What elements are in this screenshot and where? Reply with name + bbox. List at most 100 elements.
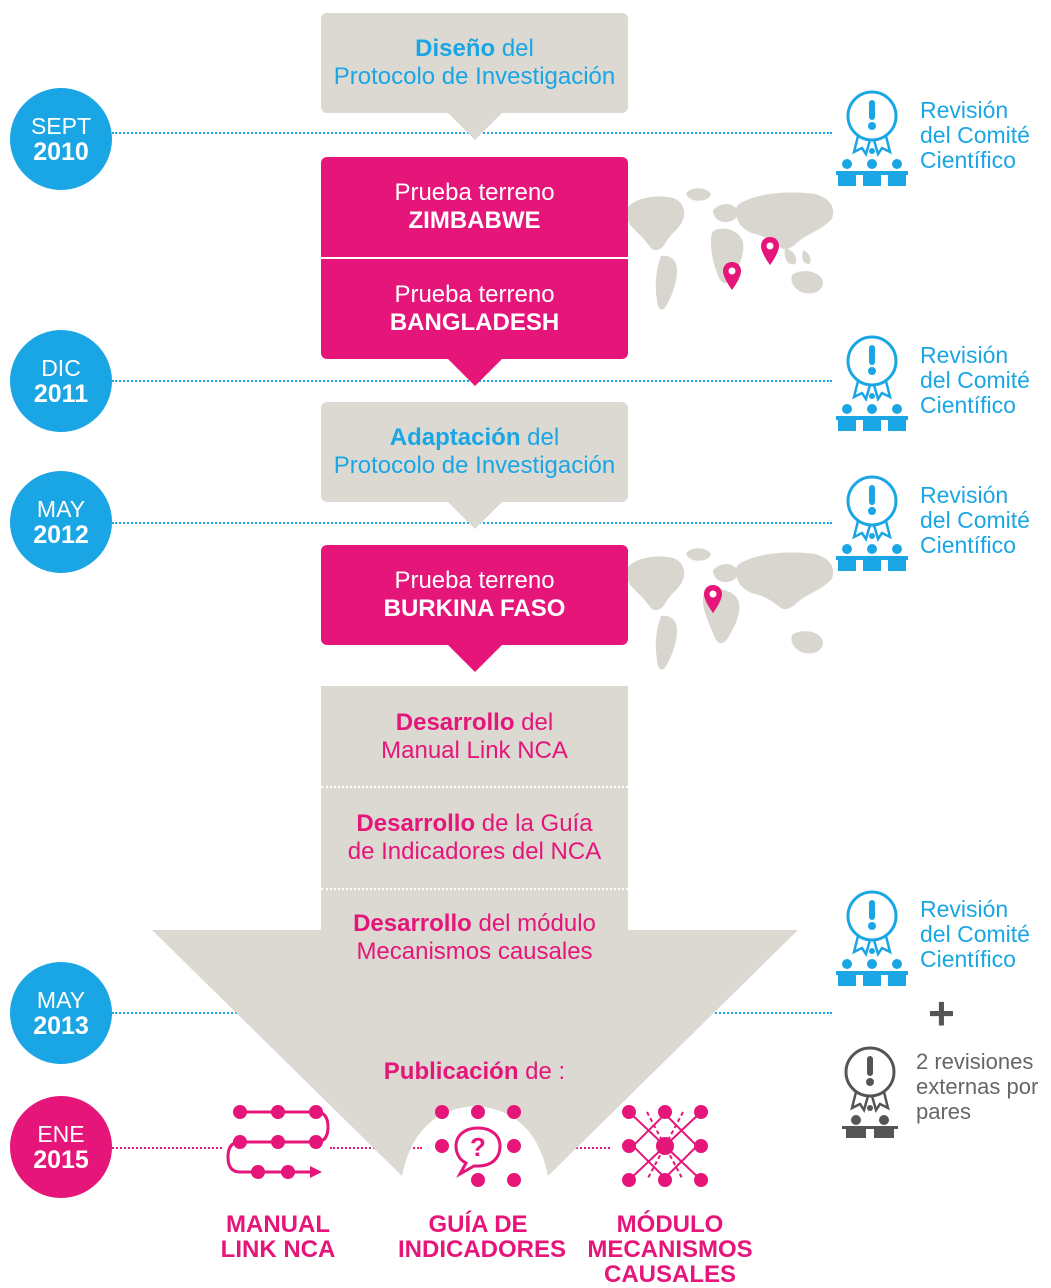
plus-icon: +	[928, 987, 955, 1039]
step-guia-rest: de la Guía	[475, 810, 593, 837]
review-line3: Científico	[920, 946, 1016, 972]
mechanisms-network-icon	[622, 1105, 708, 1187]
date-circle-dic-2011: DIC 2011	[10, 330, 112, 432]
output-line1: MÓDULO	[616, 1211, 724, 1238]
date-circle-may-2013: MAY 2013	[10, 962, 112, 1064]
step-burkina-bold: BURKINA FASO	[383, 595, 566, 622]
committee-ribbon-icon	[836, 335, 908, 431]
review-line3: Científico	[920, 147, 1016, 173]
output-line2: MECANISMOS	[587, 1236, 753, 1263]
step-desarrollo-modulo: Desarrollo del módulo Mecanismos causale…	[321, 890, 628, 986]
step-bangladesh-bold: BANGLADESH	[389, 309, 560, 336]
external-line2: externas por	[916, 1074, 1039, 1099]
external-line3: pares	[916, 1099, 972, 1124]
step-desarrollo-guia: Desarrollo de la Guía de Indicadores del…	[321, 790, 628, 886]
arrow-down-pink	[447, 644, 503, 672]
date-month: DIC	[41, 355, 81, 381]
external-line1: 2 revisiones	[916, 1049, 1034, 1074]
output-line2: INDICADORES	[398, 1236, 567, 1263]
arrow-down-gray	[447, 501, 503, 529]
step-zimbabwe-line1: Prueba terreno	[394, 179, 555, 206]
date-year: 2015	[33, 1146, 89, 1174]
external-review-text: 2 revisiones externas por pares	[916, 1049, 1038, 1124]
world-map-icon	[626, 548, 834, 670]
step-divider	[321, 888, 628, 890]
peer-review-icon	[842, 1046, 898, 1138]
review-text: Revisión del Comité Científico	[920, 98, 1030, 173]
review-line3: Científico	[920, 532, 1016, 558]
review-text: Revisión del Comité Científico	[920, 483, 1030, 558]
date-month: MAY	[36, 987, 86, 1013]
indicators-question-icon: ?	[435, 1105, 521, 1187]
step-adaptacion-line2: Protocolo de Investigación	[333, 452, 616, 479]
step-burkina-line1: Prueba terreno	[394, 567, 555, 594]
date-month: ENE	[37, 1121, 85, 1147]
output-line2: LINK NCA	[220, 1236, 336, 1263]
step-modulo-bold: Desarrollo	[353, 910, 472, 937]
step-diseno-bold: Diseño	[415, 35, 496, 62]
review-text: Revisión del Comité Científico	[920, 897, 1030, 972]
committee-ribbon-icon	[836, 475, 908, 571]
step-modulo-line2: Mecanismos causales	[356, 938, 593, 965]
step-diseno-rest: del	[495, 35, 534, 62]
step-bangladesh: Prueba terreno BANGLADESH	[321, 259, 628, 359]
step-divider	[321, 786, 628, 788]
map-pin-icon	[723, 262, 741, 290]
date-year: 2010	[33, 138, 89, 166]
step-publicacion: Publicación de :	[321, 1055, 628, 1089]
map-pin-icon	[761, 237, 779, 265]
step-publicacion-rest: de :	[518, 1058, 566, 1085]
date-circle-sept-2010: SEPT 2010	[10, 88, 112, 190]
step-manual-rest: del	[514, 709, 554, 736]
output-line1: MANUAL	[226, 1211, 330, 1238]
step-zimbabwe-bold: ZIMBABWE	[408, 207, 541, 234]
review-line2: del Comité	[920, 122, 1030, 148]
date-month: SEPT	[30, 113, 92, 139]
step-desarrollo-manual: Desarrollo del Manual Link NCA	[321, 690, 628, 784]
step-divider	[321, 257, 628, 259]
arrow-down-gray	[447, 112, 503, 140]
step-manual-line2: Manual Link NCA	[381, 737, 568, 764]
output-guia-label: GUÍA DE INDICADORES	[398, 1211, 567, 1263]
step-adaptacion: Adaptación del Protocolo de Investigació…	[321, 402, 628, 502]
step-zimbabwe: Prueba terreno ZIMBABWE	[321, 157, 628, 257]
committee-ribbon-icon	[836, 890, 908, 986]
review-line1: Revisión	[920, 896, 1009, 922]
review-line2: del Comité	[920, 507, 1030, 533]
review-line3: Científico	[920, 392, 1016, 418]
arrow-down-pink	[447, 358, 503, 386]
step-manual-bold: Desarrollo	[395, 709, 515, 736]
date-year: 2012	[33, 521, 89, 549]
step-guia-bold: Desarrollo	[356, 810, 476, 837]
step-adaptacion-rest: del	[520, 424, 560, 451]
step-publicacion-bold: Publicación	[383, 1058, 519, 1085]
map-pin-icon	[704, 585, 722, 613]
review-line2: del Comité	[920, 921, 1030, 947]
output-manual-label: MANUAL LINK NCA	[203, 1212, 353, 1262]
review-line1: Revisión	[920, 482, 1009, 508]
output-line1: GUÍA DE	[428, 1211, 528, 1238]
step-adaptacion-bold: Adaptación	[389, 424, 521, 451]
review-line1: Revisión	[920, 342, 1009, 368]
step-burkina-faso: Prueba terreno BURKINA FASO	[321, 545, 628, 645]
step-diseno: Diseño del Protocolo de Investigación	[321, 13, 628, 113]
review-line2: del Comité	[920, 367, 1030, 393]
date-circle-ene-2015: ENE 2015	[10, 1096, 112, 1198]
date-year: 2013	[33, 1012, 89, 1040]
timeline-line-ene-2015	[112, 1147, 222, 1149]
review-line1: Revisión	[920, 97, 1009, 123]
svg-text:?: ?	[470, 1132, 486, 1162]
output-line3: CAUSALES	[603, 1261, 736, 1288]
step-modulo-rest: del módulo	[471, 910, 596, 937]
step-bangladesh-line1: Prueba terreno	[394, 281, 555, 308]
date-month: MAY	[36, 496, 86, 522]
date-year: 2011	[33, 380, 89, 408]
manual-path-icon	[226, 1105, 330, 1179]
date-circle-may-2012: MAY 2012	[10, 471, 112, 573]
step-guia-line2: de Indicadores del NCA	[347, 838, 602, 865]
committee-ribbon-icon	[836, 90, 908, 186]
step-diseno-line2: Protocolo de Investigación	[333, 63, 616, 90]
output-modulo-label: MÓDULO MECANISMOS CAUSALES	[585, 1212, 755, 1287]
review-text: Revisión del Comité Científico	[920, 343, 1030, 418]
